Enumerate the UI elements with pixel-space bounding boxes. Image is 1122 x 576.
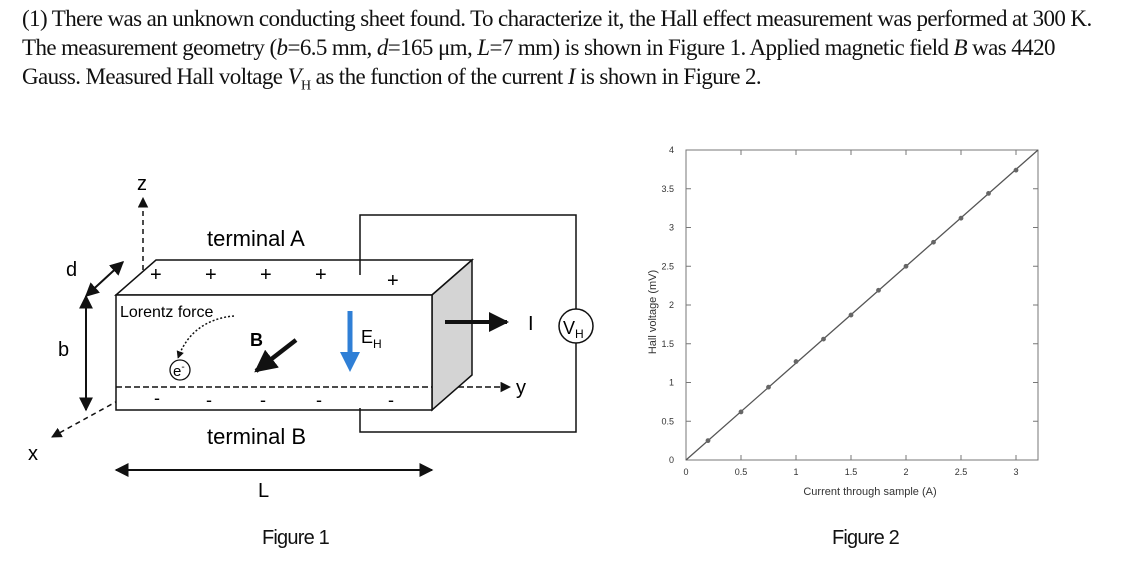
y-tick-label: 1.5 [661, 339, 674, 349]
figure1-caption: Figure 1 [262, 527, 330, 549]
data-point [705, 438, 711, 444]
data-point [738, 409, 744, 415]
hall-field-label: EH [361, 327, 382, 351]
x-tick-label: 1 [793, 467, 798, 477]
x-tick-label: 2 [903, 467, 908, 477]
y-axis-label: y [516, 377, 526, 399]
dimension-d-label: d [66, 259, 77, 281]
plus-sign: + [387, 270, 399, 292]
z-axis-label: z [137, 173, 147, 195]
minus-sign: - [154, 388, 160, 408]
electron-label: e- [173, 362, 185, 380]
y-tick-label: 2.5 [661, 261, 674, 271]
y-tick-label: 3 [669, 223, 674, 233]
y-tick-label: 0 [669, 455, 674, 465]
terminal-b-label: terminal B [207, 424, 306, 449]
lorentz-force-label: Lorentz force [120, 304, 213, 321]
dimension-b-label: b [58, 339, 69, 361]
voltmeter-label: VH [563, 318, 584, 341]
fit-line [685, 149, 1039, 461]
figure2-caption: Figure 2 [832, 527, 900, 549]
current-label: I [528, 313, 534, 335]
y-tick-label: 1 [669, 378, 674, 388]
circuit-wire-bottom [359, 342, 577, 433]
x-tick-label: 2.5 [955, 467, 968, 477]
electron-symbol [169, 359, 191, 381]
x-axis-title: Current through sample (A) [803, 486, 936, 498]
minus-sign: - [206, 390, 212, 410]
b-field-arrow [254, 338, 298, 373]
voltmeter-symbol [558, 308, 594, 344]
y-tick-label: 0.5 [661, 416, 674, 426]
minus-sign: - [388, 390, 394, 410]
data-point [931, 239, 936, 245]
minus-sign: - [260, 390, 266, 410]
data-point [876, 287, 881, 293]
minus-sign: - [316, 390, 322, 410]
y-tick-label: 4 [669, 145, 674, 155]
figure2-chart: 0 0.5 1 1.5 2 2.5 3 0 0.5 1 1.5 2 2.5 3 3.5 4 Current t… [647, 145, 1039, 498]
sample-top-face [114, 259, 474, 296]
y-tick-label: 3.5 [661, 184, 674, 194]
x-tick-label: 3 [1013, 467, 1018, 477]
data-point [903, 263, 909, 269]
data-point [793, 359, 799, 364]
y-tick-label: 2 [669, 300, 674, 310]
data-point [986, 191, 991, 196]
dimension-d-arrow [84, 261, 125, 297]
data-point [958, 215, 964, 221]
data-point [766, 384, 771, 390]
data-point [1013, 167, 1019, 173]
plus-sign: + [315, 264, 327, 286]
terminal-a-label: terminal A [207, 226, 305, 251]
x-tick-label: 0.5 [735, 467, 748, 477]
x-tick-label: 0 [683, 467, 688, 477]
x-axis-label: x [28, 443, 38, 465]
problem-statement: (1) There was an unknown conducting shee… [22, 6, 1092, 94]
y-axis-title: Hall voltage (mV) [647, 270, 659, 354]
x-tick-label: 1.5 [845, 467, 858, 477]
b-field-label: B [250, 330, 263, 350]
data-point [821, 336, 826, 342]
dimension-l-label: L [258, 480, 269, 502]
plus-sign: + [260, 264, 272, 286]
circuit-wire-top [359, 214, 577, 310]
plus-sign: + [150, 264, 162, 286]
data-point [848, 312, 854, 318]
plus-sign: + [205, 264, 217, 286]
figure1-diagram: z x y d b L + + + + + - - - - - terminal… [28, 173, 594, 502]
